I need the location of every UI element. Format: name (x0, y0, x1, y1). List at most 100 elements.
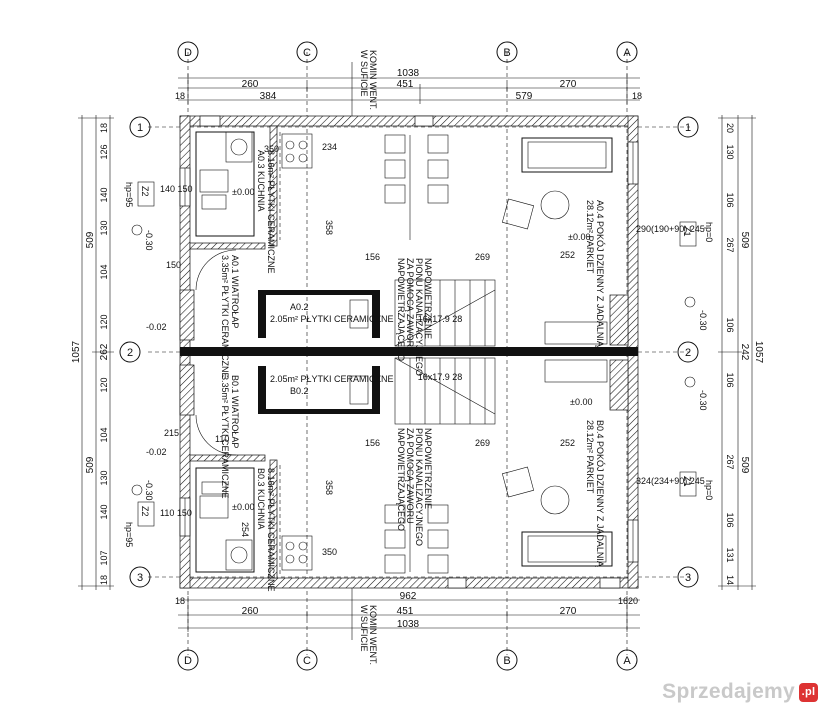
level-a04: ±0.00 (568, 232, 590, 242)
grid-label-c-top: C (303, 47, 311, 59)
dim-bottom-total: 1038 (397, 619, 420, 630)
dim-left-total: 1057 (71, 340, 82, 363)
window-tags: Z2 140 150 Z2 110 150 Z1 290(190+90) 245… (137, 181, 705, 527)
wc-a: A0.2 2.05m² PŁYTKI CERAMICZNE (270, 299, 394, 329)
svg-text:106: 106 (725, 317, 735, 332)
svg-text:PIONU KANALIZACYJNEGO: PIONU KANALIZACYJNEGO (414, 428, 424, 546)
ventilation-notes: KOMIN WENT. W SUFICIE KOMIN WENT. W SUFI… (351, 50, 378, 665)
grid-label-d-bottom: D (184, 655, 192, 667)
grid-label-2-left: 2 (127, 347, 133, 359)
dim-a-350: 350 (264, 144, 279, 154)
room-a02-area: 2.05m² PŁYTKI CERAMICZNE (270, 314, 394, 324)
dim-a-358: 358 (324, 220, 334, 235)
stairs-b: 16x17.9 28 (394, 357, 496, 425)
svg-text:130: 130 (99, 470, 109, 485)
room-a01-area: 3.35m² PŁYTKI CERAMICZNE (220, 255, 230, 379)
living-a: A0.4 POKÓJ DZIENNY Z JADALNIĄ 28.12m² PA… (365, 137, 613, 348)
svg-text:120: 120 (99, 314, 109, 329)
window-tag-z1-bottom: Z1 (682, 476, 692, 487)
grid-label-3-right: 3 (685, 572, 691, 584)
svg-text:18: 18 (99, 575, 109, 585)
room-a03-area: 8.16m² PŁYTKI CERAMICZNE (266, 150, 276, 274)
room-b02-name: B0.2 (290, 386, 309, 396)
misc-dims: 215 110 150 (164, 260, 229, 444)
svg-text:-0.30: -0.30 (144, 480, 154, 501)
dining-set-b (384, 465, 449, 574)
wc-b: 2.05m² PŁYTKI CERAMICZNE B0.2 (270, 374, 394, 405)
stairs-b-spec: 16x17.9 28 (418, 372, 463, 382)
room-b03-name: B0.3 KUCHNIA (256, 468, 266, 530)
svg-text:104: 104 (99, 427, 109, 442)
dim-b-254: 254 (240, 522, 250, 537)
svg-text:106: 106 (725, 192, 735, 207)
svg-text:267: 267 (725, 454, 735, 469)
dim-b-350: 350 (322, 547, 337, 557)
svg-text:106: 106 (725, 512, 735, 527)
room-a04-area: 28.12m² PARKIET (585, 200, 595, 274)
level-b-step: -0.02 (146, 447, 167, 457)
dim-top-f: 18 (175, 91, 185, 101)
dim-a-156: 156 (365, 252, 380, 262)
svg-text:130: 130 (99, 220, 109, 235)
level-a03: ±0.00 (232, 187, 254, 197)
svg-text:hp=0: hp=0 (704, 480, 714, 500)
svg-text:140: 140 (99, 504, 109, 519)
svg-text:NAPOWIETRZAJĄCEGO: NAPOWIETRZAJĄCEGO (396, 428, 406, 531)
dim-b-252: 252 (560, 438, 575, 448)
vestibule-a: A0.1 WIATROŁAP 3.35m² PŁYTKI CERAMICZNE … (146, 249, 240, 379)
room-a03-name: A0.3 KUCHNIA (256, 150, 266, 212)
level-a-step: -0.02 (146, 322, 167, 332)
window-tag-z1-top: Z1 (682, 226, 692, 237)
svg-text:-0.30: -0.30 (144, 230, 154, 251)
dim-top-d: 384 (260, 91, 277, 102)
dim-top-total: 1038 (397, 68, 420, 79)
grid-label-1-left: 1 (137, 122, 143, 134)
room-a04-name: A0.4 POKÓJ DZIENNY Z JADALNIĄ (595, 200, 605, 348)
column-bubbles-top: D C B A (177, 41, 638, 63)
svg-text:hp=95: hp=95 (124, 522, 134, 547)
dim-bottom-a: 260 (242, 606, 259, 617)
svg-text:NAPOWIETRZAJĄCEGO: NAPOWIETRZAJĄCEGO (396, 258, 406, 361)
room-b03-area: 8.16m² PŁYTKI CERAMICZNE (266, 468, 276, 592)
kitchen-a-fixtures: A0.3 KUCHNIA 8.16m² PŁYTKI CERAMICZNE ±0… (195, 131, 337, 274)
vent-bottom-line2: W SUFICIE (359, 605, 369, 652)
room-b04-name: B0.4 POKÓJ DZIENNY Z JADALNIĄ (595, 420, 605, 568)
svg-text:20: 20 (725, 123, 735, 133)
dim-b-156: 156 (365, 438, 380, 448)
svg-text:120: 120 (99, 377, 109, 392)
dim-left-top-half: 509 (85, 231, 96, 248)
svg-text:140: 140 (99, 187, 109, 202)
dim-right-total: 1057 (753, 341, 764, 364)
grid-label-a-top: A (623, 47, 631, 59)
svg-text:NAPOWIETRZENIE: NAPOWIETRZENIE (423, 258, 433, 339)
svg-text:290(190+90) 245: 290(190+90) 245 (636, 224, 705, 234)
level-b03: ±0.00 (232, 502, 254, 512)
svg-text:110: 110 (215, 434, 229, 444)
level-b04: ±0.00 (570, 397, 592, 407)
svg-text:267: 267 (725, 237, 735, 252)
watermark: Sprzedajemy.pl (662, 680, 818, 704)
dim-top-a: 260 (242, 79, 259, 90)
row-bubbles: 1 2 3 1 2 3 (119, 116, 699, 588)
dim-left-bottom-half: 509 (85, 456, 96, 473)
dim-top-c: 270 (560, 79, 577, 90)
grid-label-c-bottom: C (303, 655, 311, 667)
svg-text:110 150: 110 150 (160, 508, 192, 518)
vent-top-line1: KOMIN WENT. (368, 50, 378, 110)
svg-text:PIONU KANALIZACYJNEGO: PIONU KANALIZACYJNEGO (414, 258, 424, 376)
dim-left-mid: 262 (99, 343, 110, 360)
grid-label-d-top: D (184, 47, 192, 59)
dim-a-234: 234 (322, 142, 337, 152)
grid-label-1-right: 1 (685, 122, 691, 134)
vent-note-b: NAPOWIETRZENIE PIONU KANALIZACYJNEGO ZA … (396, 428, 433, 546)
svg-text:215: 215 (164, 428, 179, 438)
svg-text:106: 106 (725, 372, 735, 387)
room-a01-name: A0.1 WIATROŁAP (230, 255, 240, 328)
dim-bottom-f: 1620 (618, 596, 638, 606)
windows (179, 115, 639, 589)
dim-bottom-c: 270 (560, 606, 577, 617)
vestibule-b: B0.1 WIATROŁAP 3.35m² PŁYTKI CERAMICZNE … (146, 375, 240, 499)
living-b: B0.4 POKÓJ DZIENNY Z JADALNIĄ 28.12m² PA… (365, 359, 613, 568)
window-tag-z2-top: Z2 (140, 186, 150, 197)
right-dimensions: 20 130 106 267 106 106 267 106 131 14 50… (718, 115, 764, 590)
